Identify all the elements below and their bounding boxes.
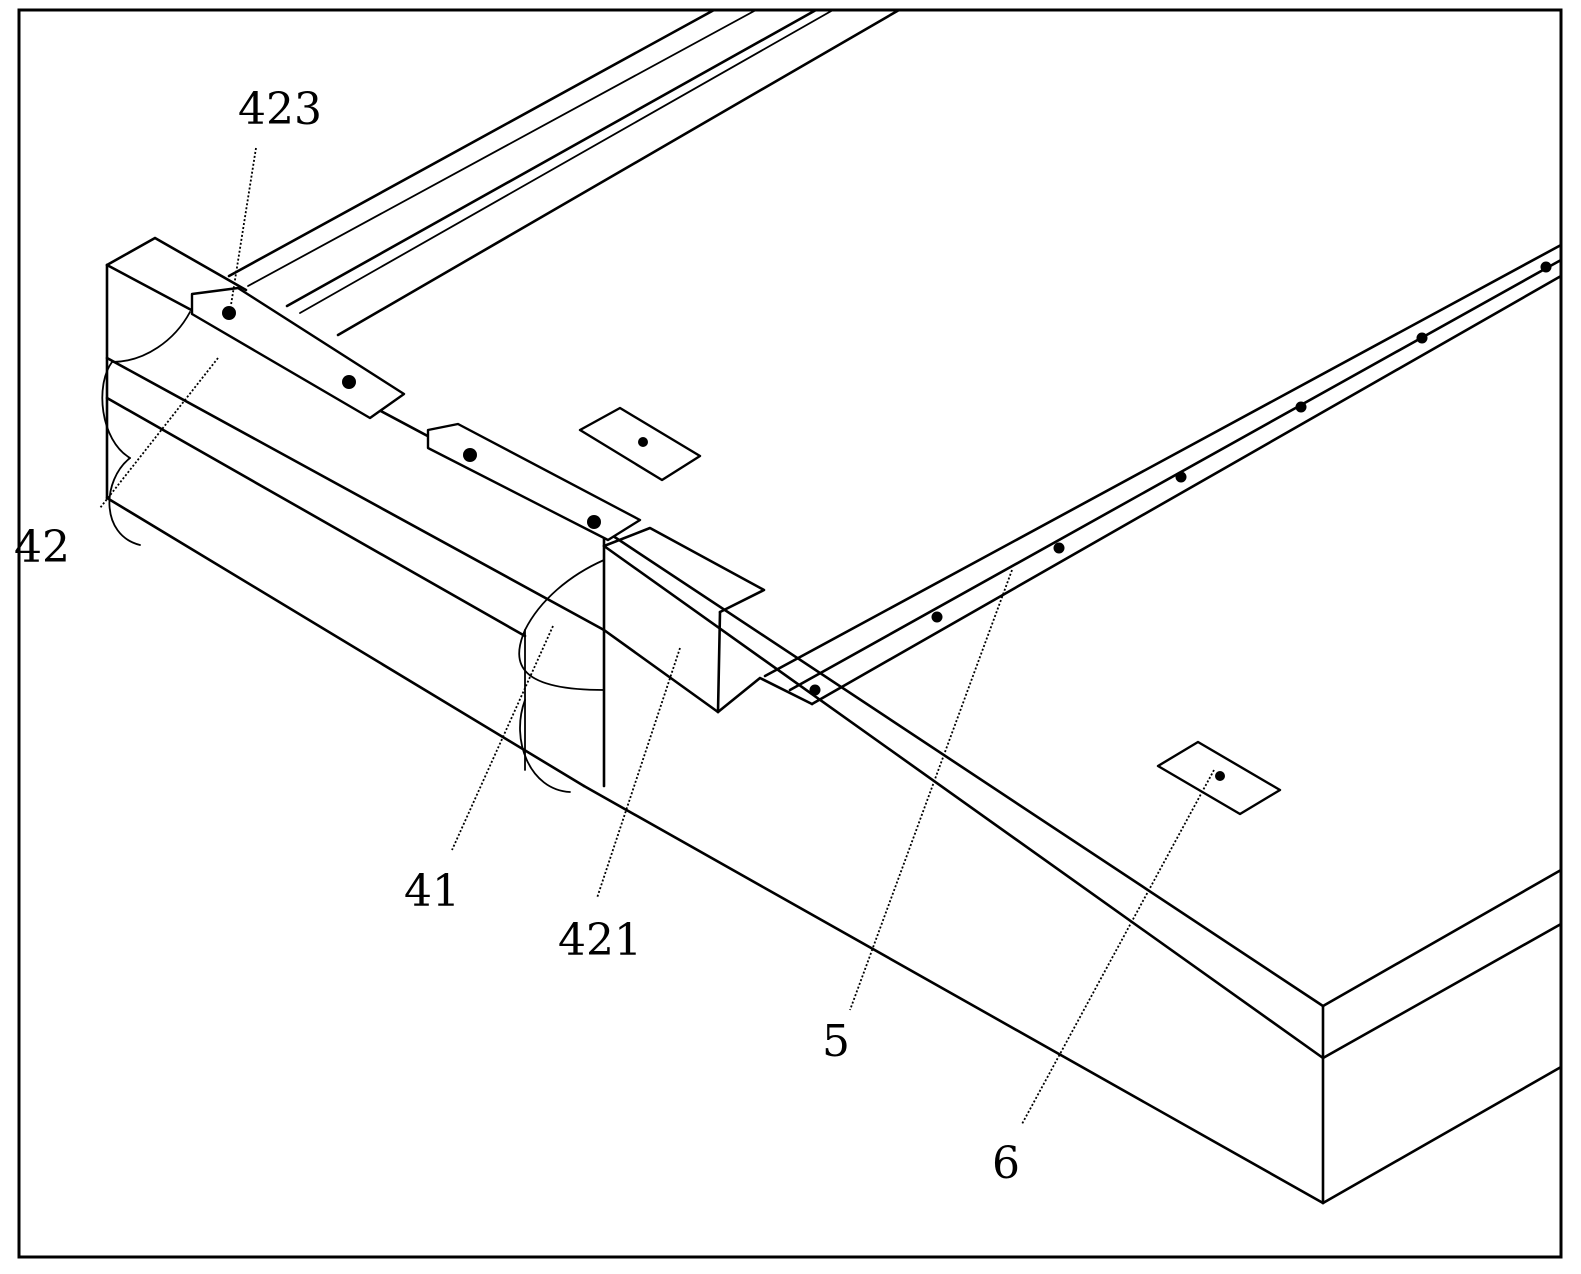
main-panel bbox=[582, 528, 1563, 1205]
bracket-421 bbox=[602, 526, 814, 714]
label-6: 6 bbox=[992, 1138, 1020, 1189]
rail-assembly bbox=[227, 8, 901, 337]
label-42: 42 bbox=[14, 522, 70, 573]
label-5: 5 bbox=[822, 1016, 850, 1067]
figure-frame bbox=[17, 8, 1563, 1259]
label-423: 423 bbox=[238, 84, 322, 135]
mount-plates bbox=[578, 406, 1282, 816]
label-41: 41 bbox=[404, 866, 460, 917]
panel-top-strip bbox=[763, 243, 1563, 706]
hinge-plates bbox=[190, 286, 642, 542]
leader-lines bbox=[99, 147, 1215, 1125]
label-421: 421 bbox=[558, 915, 642, 966]
bumper-assembly bbox=[101, 236, 606, 793]
